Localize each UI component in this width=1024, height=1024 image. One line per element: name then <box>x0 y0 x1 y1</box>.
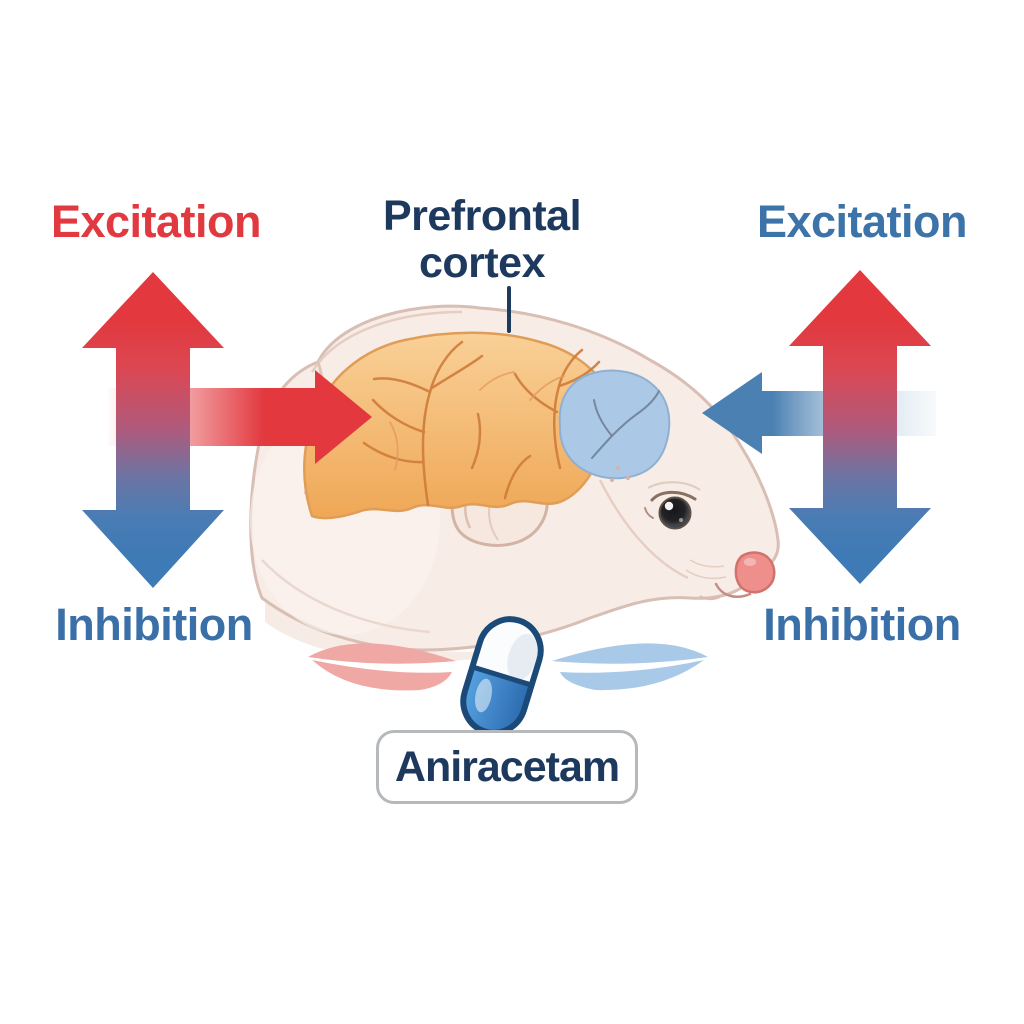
whisker-lines <box>685 559 727 580</box>
pill-icon <box>460 616 544 736</box>
prefrontal-cortex-label: Prefrontal cortex <box>360 193 604 287</box>
pink-leaf-icon <box>308 643 456 691</box>
excitation-left-label: Excitation <box>50 196 262 247</box>
blue-leaf-icon <box>552 643 708 691</box>
blue-region-veins <box>591 390 660 459</box>
mouse-mouth <box>714 582 752 598</box>
updown-arrow-right <box>789 270 931 584</box>
excitation-right-label: Excitation <box>756 196 968 247</box>
prefrontal-line1: Prefrontal <box>382 192 582 240</box>
haunch-line <box>261 559 431 634</box>
prefrontal-line2: cortex <box>418 239 546 287</box>
aniracetam-label: Aniracetam <box>394 742 620 791</box>
mouse-illustration <box>249 304 780 652</box>
brain-sulci-veins <box>362 340 601 507</box>
body-shadow-swoosh <box>265 600 520 662</box>
mouse-eye <box>644 481 701 530</box>
brain-blue-region <box>558 369 671 480</box>
brain-crack-lines <box>389 371 565 471</box>
mouse-chin-line <box>699 595 721 601</box>
aniracetam-label-box: Aniracetam <box>376 730 638 804</box>
back-inner-line <box>310 310 463 373</box>
mouse-nose <box>734 551 776 594</box>
updown-arrow-left <box>82 272 224 588</box>
cheek-line <box>598 479 689 580</box>
inhibition-left-label: Inhibition <box>55 599 253 650</box>
brain-prefrontal-region <box>303 331 615 520</box>
whisker-freckles <box>610 466 630 482</box>
inhibition-right-label: Inhibition <box>763 599 961 650</box>
